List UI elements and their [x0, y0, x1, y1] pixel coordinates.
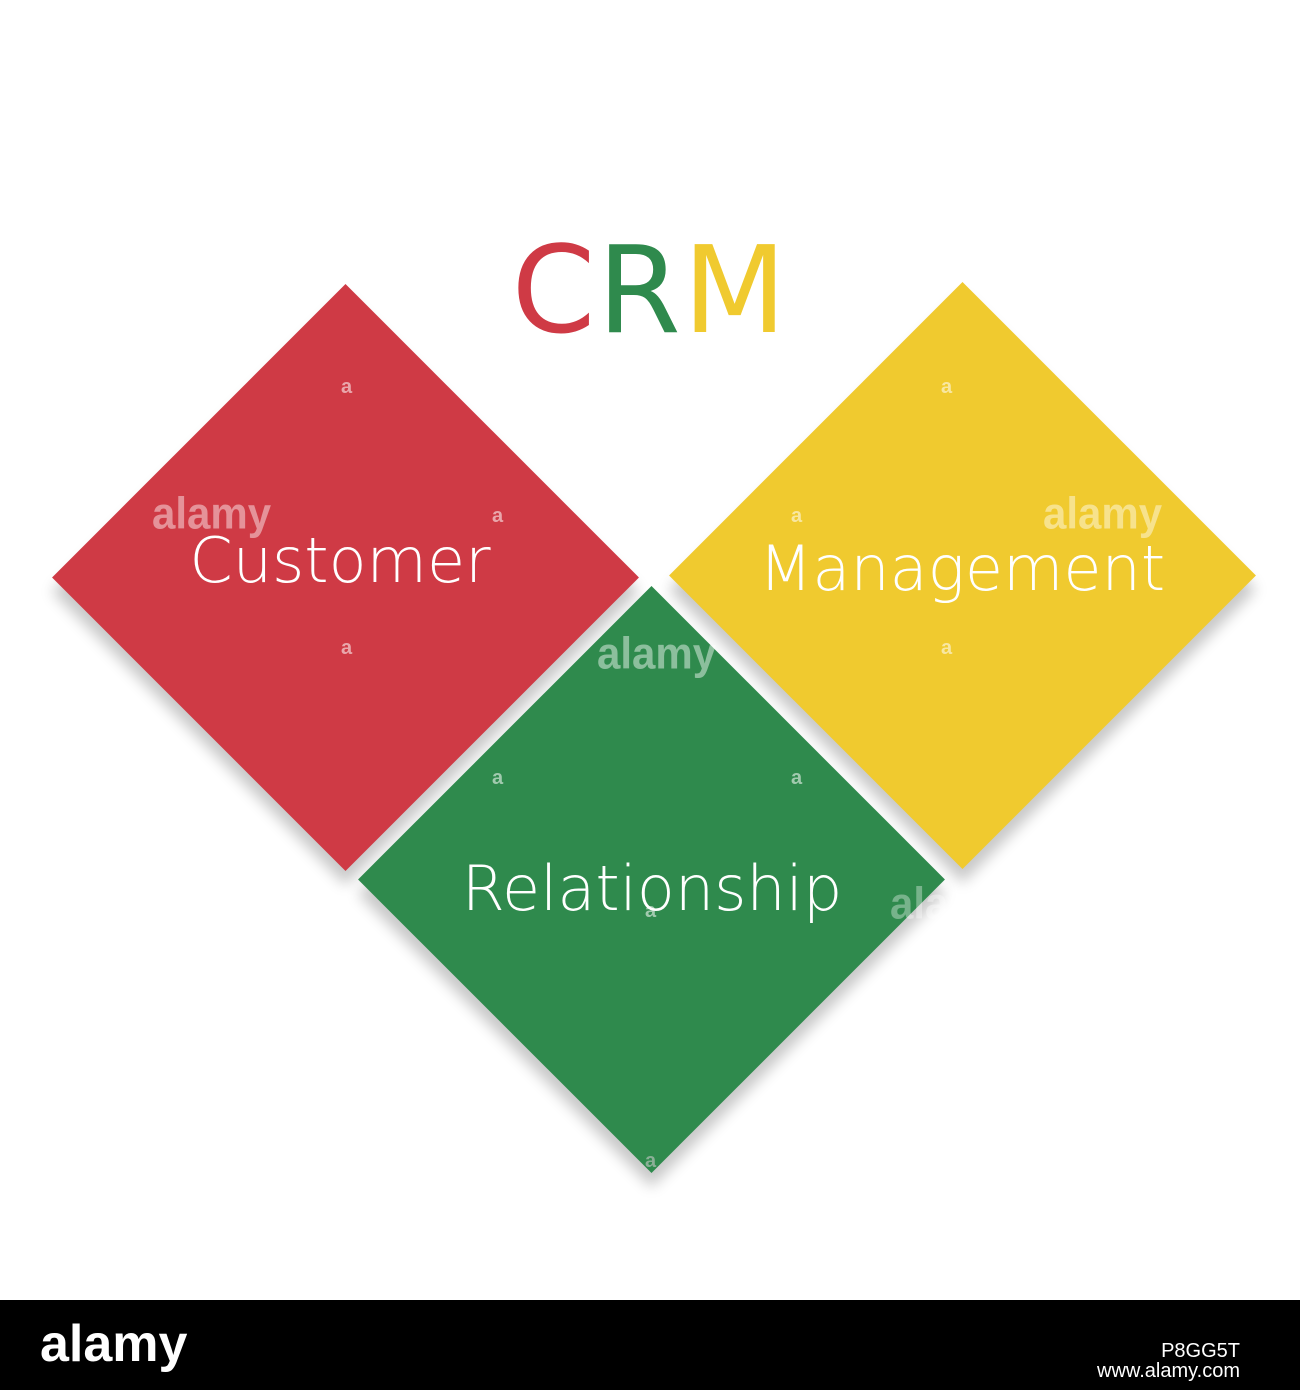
watermark-mark: a — [492, 505, 504, 527]
watermark-mark: a — [941, 376, 953, 398]
alamy-logo: alamy — [40, 1315, 188, 1373]
watermark-word: alamy — [890, 878, 1010, 929]
relationship-label: Relationship — [461, 852, 843, 925]
footer-bar: alamy P8GG5T www.alamy.com — [0, 1300, 1300, 1390]
title-letter-m: M — [682, 222, 789, 361]
footer-url: www.alamy.com — [1097, 1360, 1240, 1382]
watermark-mark: a — [645, 900, 657, 922]
watermark-word: alamy — [1043, 488, 1163, 539]
watermark-mark: a — [941, 637, 953, 659]
watermark-mark: a — [341, 637, 353, 659]
watermark-word: alamy — [597, 628, 717, 679]
management-label: Management — [758, 532, 1166, 605]
watermark-mark: a — [645, 1150, 657, 1172]
watermark-mark: a — [492, 767, 504, 789]
customer-label: Customer — [189, 524, 491, 597]
watermark-mark: a — [791, 505, 803, 527]
diagram-canvas: CRM Customer Management Relationship ala… — [0, 231, 1300, 1173]
crm-title: CRM — [0, 232, 1300, 352]
watermark-mark: a — [791, 767, 803, 789]
watermark-word: alamy — [152, 488, 272, 539]
title-letter-c: C — [511, 222, 598, 361]
watermark-mark: a — [341, 376, 353, 398]
title-letter-r: R — [597, 222, 683, 361]
image-id: P8GG5T — [1161, 1340, 1240, 1362]
